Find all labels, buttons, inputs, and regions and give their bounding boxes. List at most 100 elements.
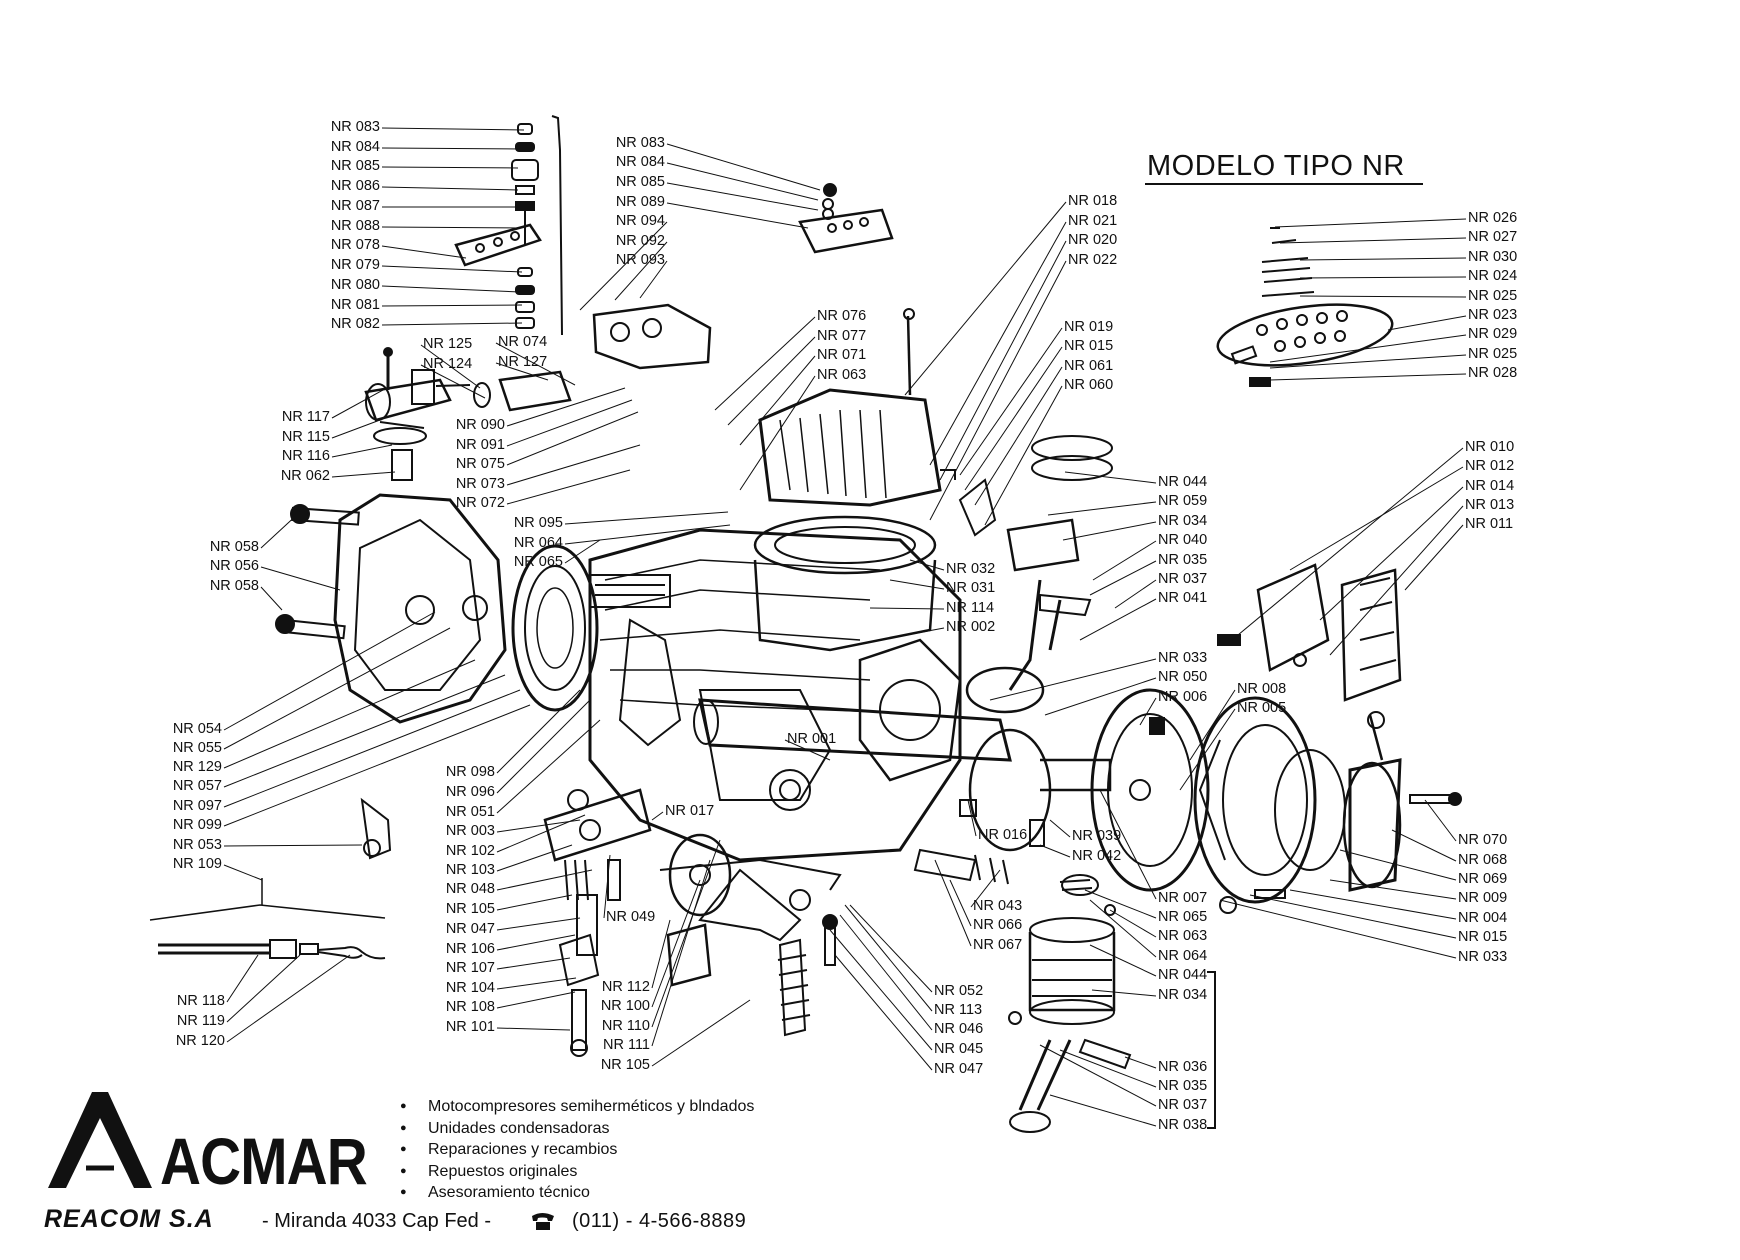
leader-line: [1391, 829, 1457, 862]
leader-line: [949, 879, 972, 927]
part-label: NR 061: [1064, 358, 1114, 374]
leader-line: [1059, 1049, 1157, 1088]
part-label: NR 097: [172, 798, 222, 814]
part-label: NR 015: [1064, 338, 1114, 354]
part-label: NR 053: [172, 837, 222, 853]
part-label: NR 006: [1158, 689, 1208, 705]
valve-plate-detail: [1216, 227, 1394, 387]
part-label: NR 010: [1465, 439, 1515, 455]
leader-line: [1289, 466, 1464, 571]
part-label: NR 008: [1237, 681, 1287, 697]
leader-line: [223, 704, 531, 827]
part-label: NR 088: [330, 218, 380, 234]
part-label: NR 086: [330, 178, 380, 194]
piston-rod-group-lower: [1008, 879, 1132, 1133]
leader-line: [739, 375, 816, 491]
leader-line: [904, 201, 1067, 396]
motor-stator: [511, 544, 599, 712]
leader-line: [1092, 540, 1157, 581]
leader-line: [223, 627, 451, 750]
part-label: NR 092: [615, 233, 665, 249]
part-label: NR 109: [172, 856, 222, 872]
part-label: NR 043: [973, 898, 1023, 914]
leader-line: [331, 444, 393, 458]
part-label: NR 112: [601, 979, 650, 995]
leader-line: [420, 344, 481, 389]
leader-line: [666, 143, 821, 191]
leader-line: [727, 336, 816, 426]
leader-line: [496, 819, 581, 833]
part-label: NR 083: [615, 135, 665, 151]
part-label: NR 103: [445, 862, 495, 878]
leader-line: [381, 186, 519, 191]
part-label: NR 096: [445, 784, 495, 800]
leader-line: [1049, 1094, 1157, 1127]
service-item: Asesoramiento técnico: [400, 1182, 754, 1204]
leader-line: [974, 366, 1063, 506]
part-label: NR 076: [817, 308, 867, 324]
title-underline: [1145, 183, 1423, 185]
leader-line: [1339, 849, 1457, 881]
part-label: NR 044: [1158, 967, 1208, 983]
part-label: NR 055: [172, 740, 222, 756]
leader-line: [223, 844, 363, 847]
leader-line: [506, 444, 641, 486]
service-item: Motocompresores semiherméticos y blndado…: [400, 1096, 754, 1118]
leader-line: [666, 162, 819, 201]
leader-line: [1299, 295, 1467, 298]
services-list: Motocompresores semiherméticos y blndado…: [400, 1096, 754, 1204]
part-label: NR 038: [1158, 1117, 1208, 1133]
part-label: NR 105: [600, 1057, 650, 1073]
lower-parts: [543, 788, 838, 1057]
leader-line: [496, 814, 586, 853]
leader-line: [226, 954, 259, 1003]
service-item: Reparaciones y recambios: [400, 1139, 754, 1161]
small-parts-middle: [913, 717, 1286, 916]
part-label: NR 048: [445, 881, 495, 897]
leader-line: [506, 411, 639, 466]
cylinder-block: [753, 308, 942, 652]
part-label: NR 025: [1468, 346, 1518, 362]
leader-line: [1269, 334, 1467, 363]
leader-line: [381, 147, 523, 150]
part-label: NR 018: [1068, 193, 1118, 209]
leader-line: [1062, 521, 1157, 541]
part-label: NR 120: [175, 1033, 225, 1049]
acmar-logo: [48, 1092, 152, 1188]
part-label: NR 032: [946, 561, 996, 577]
leader-line: [260, 586, 283, 611]
part-label: NR 098: [445, 764, 495, 780]
part-label: NR 049: [606, 909, 656, 925]
leader-line: [260, 511, 301, 549]
part-label: NR 003: [445, 823, 495, 839]
part-label: NR 037: [1158, 571, 1208, 587]
leader-line: [1179, 708, 1236, 791]
leader-line: [1329, 879, 1457, 900]
leader-line: [1044, 677, 1157, 716]
leader-line: [879, 627, 945, 641]
part-label: NR 029: [1468, 326, 1518, 342]
part-label: NR 113: [934, 1002, 983, 1018]
part-label: NR 001: [787, 731, 837, 747]
leader-line: [603, 854, 611, 919]
leader-line: [420, 364, 486, 399]
leader-line: [1231, 447, 1464, 641]
part-label: NR 059: [1158, 493, 1208, 509]
leader-line: [381, 127, 525, 131]
leader-line: [1099, 789, 1157, 900]
leader-line: [929, 260, 1067, 521]
leader-line: [666, 202, 809, 229]
part-label: NR 039: [1072, 828, 1122, 844]
leader-line: [381, 166, 519, 169]
part-label: NR 100: [600, 998, 650, 1014]
leader-line: [1299, 276, 1467, 279]
leader-line: [1274, 218, 1467, 228]
part-label: NR 091: [455, 437, 505, 453]
part-label: NR 028: [1468, 365, 1518, 381]
part-label: NR 077: [817, 328, 867, 344]
part-label: NR 127: [498, 354, 548, 370]
part-label: NR 027: [1468, 229, 1518, 245]
leader-line: [1089, 899, 1157, 958]
company-address: - Miranda 4033 Cap Fed -: [262, 1210, 492, 1232]
leader-line: [970, 869, 1001, 908]
